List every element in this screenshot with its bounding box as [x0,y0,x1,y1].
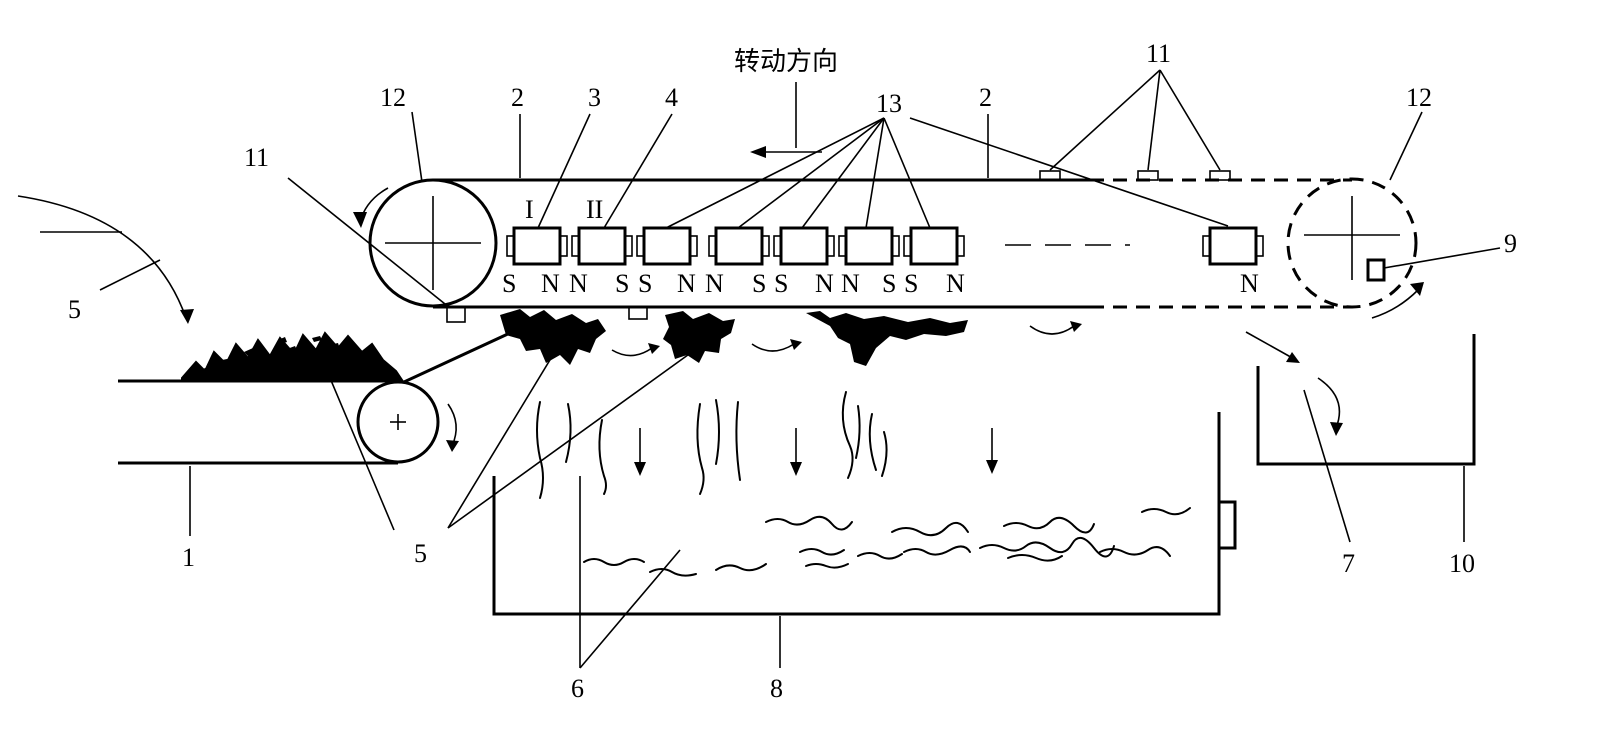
pole-label: S [904,269,918,298]
magnet-index-2: II [586,195,603,224]
label-5-left: 5 [68,295,81,324]
fall-arrows [634,428,998,476]
left-pulley [368,178,498,308]
magnet [708,226,770,266]
pole-label: N [946,269,965,298]
pole-label: S [882,269,896,298]
label-2-right: 2 [979,83,992,112]
collection-tank [492,412,1237,616]
label-5-bottom: 5 [414,539,427,568]
label-10: 10 [1449,549,1475,578]
magnet [773,226,835,266]
reject-tank [1256,334,1476,466]
label-2-left: 2 [511,83,524,112]
label-9: 9 [1504,229,1517,258]
material-pile [181,331,404,381]
pole-label: S [502,269,516,298]
right-pulley-rotation-arrow [1371,289,1419,319]
flow-arrows [611,321,1343,436]
magnet [571,226,633,266]
pole-label: S [615,269,629,298]
label-1: 1 [182,543,195,572]
rotation-direction-arrowhead [750,146,766,158]
label-11-left: 11 [244,143,269,172]
magnet-last [1202,226,1264,266]
pole-label-last: N [1240,269,1259,298]
label-4: 4 [665,83,678,112]
pole-label: N [569,269,588,298]
pole-label: N [815,269,834,298]
label-6: 6 [571,674,584,703]
label-12-right: 12 [1406,83,1432,112]
pole-label: N [841,269,860,298]
label-12-left: 12 [380,83,406,112]
settled-fibres [583,507,1191,577]
label-8: 8 [770,674,783,703]
pole-label: N [677,269,696,298]
pole-label: N [541,269,560,298]
magnet [838,226,900,266]
label-3: 3 [588,83,601,112]
pole-labels: S N N S S N N S S N N S S N N [502,269,1259,298]
falling-fibres [536,391,888,499]
magnet [903,226,965,266]
right-pulley [1286,177,1418,309]
right-pulley-arrowhead [1410,282,1424,296]
rotation-direction-label: 转动方向 [734,47,838,77]
belt-cleats [446,170,1386,323]
part-labels: 1 2 2 3 4 5 5 6 7 8 9 10 11 11 12 12 13 [68,39,1517,703]
magnet [636,226,698,266]
leader-lines [17,69,1501,669]
magnet [506,226,568,266]
magnet-index-1: I [525,195,534,224]
label-11-top: 11 [1146,39,1171,68]
pole-label: N [705,269,724,298]
left-pulley-arrowhead [353,212,367,228]
magnet-row [506,226,1264,266]
pole-label: S [638,269,652,298]
pole-label: S [774,269,788,298]
attracted-material [500,309,968,366]
label-13: 13 [876,89,902,118]
pole-label: S [752,269,766,298]
label-7: 7 [1342,549,1355,578]
